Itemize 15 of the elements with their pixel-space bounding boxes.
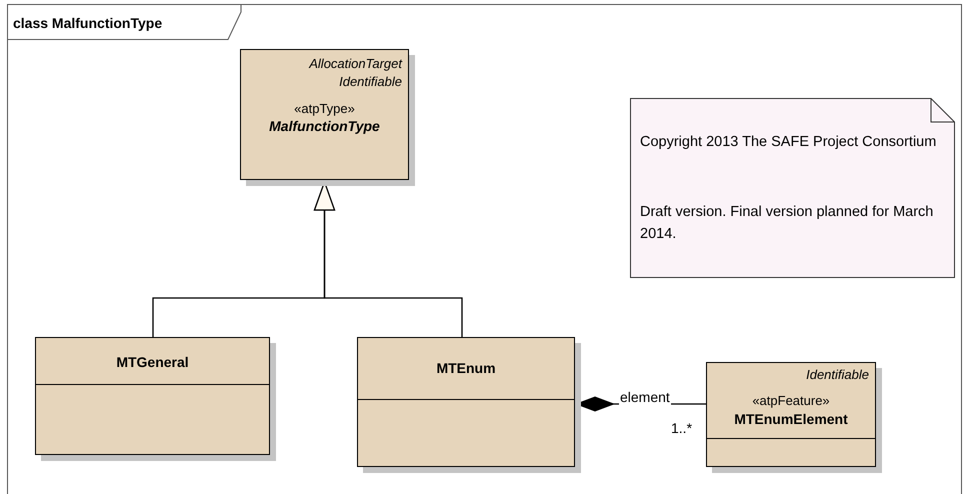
parent-class-name: Identifiable [806, 367, 869, 382]
class-name: MTGeneral [115, 354, 190, 370]
class-name: MTEnumElement [733, 411, 849, 427]
class-name: MTEnum [435, 360, 497, 376]
role-label: element [619, 389, 671, 405]
multiplicity-label: 1..* [671, 420, 692, 436]
parent-class-name: Identifiable [339, 74, 402, 89]
class-name: MalfunctionType [268, 118, 381, 134]
note [630, 98, 955, 278]
stereotype: «atpFeature» [751, 393, 831, 408]
note-text: Draft version. Final version planned for March 2014. [640, 203, 934, 244]
stereotype: «atpType» [293, 101, 356, 116]
parent-class-name: AllocationTarget [309, 56, 402, 71]
note-text: Copyright 2013 The SAFE Project Consortium [640, 133, 938, 152]
frame-title: class MalfunctionType [13, 15, 162, 31]
